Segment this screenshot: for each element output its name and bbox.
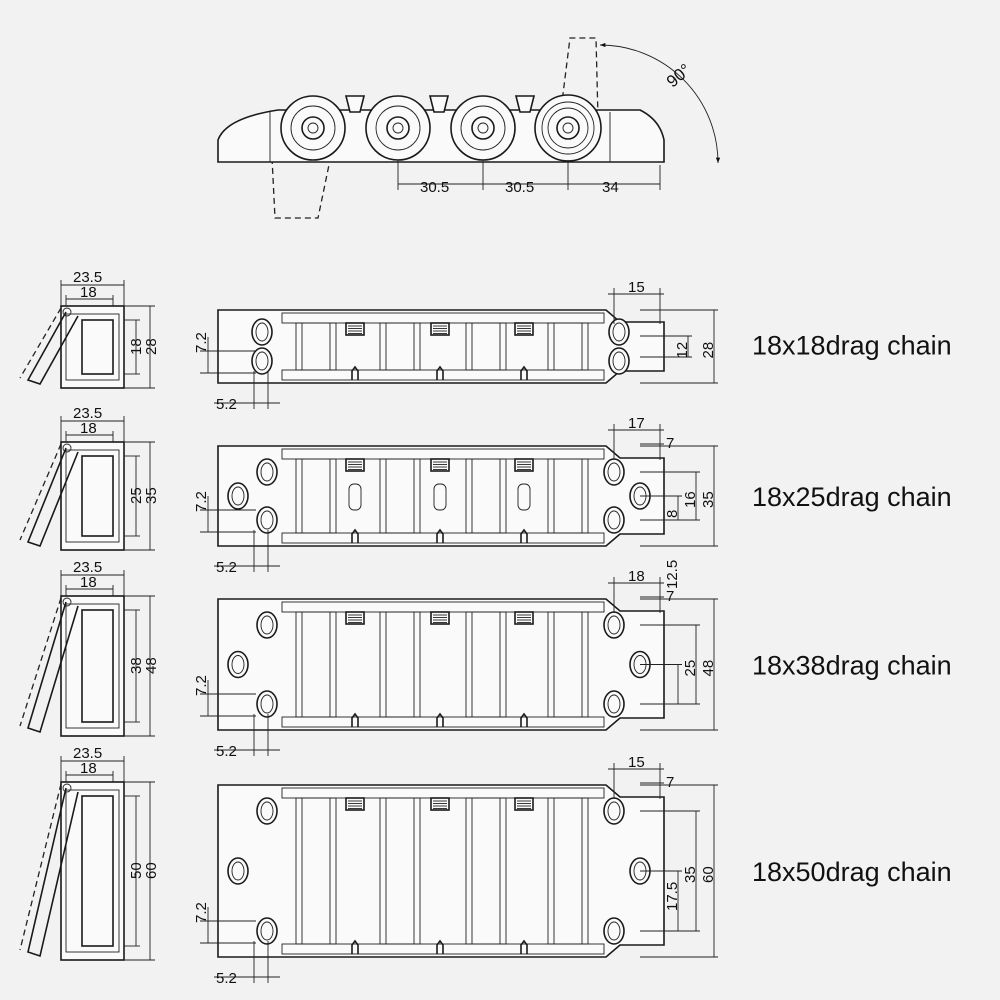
inner-width-label: 18 xyxy=(80,760,97,777)
right-dim-label-3: 60 xyxy=(700,866,717,883)
link-pivot-3 xyxy=(450,95,516,161)
chain-model-label: 18x18drag chain xyxy=(752,331,952,361)
right-dim-label-3: 35 xyxy=(700,491,717,508)
chain-model-label: 18x50drag chain xyxy=(752,857,952,887)
hole-spacing-label: 7.2 xyxy=(193,902,210,923)
link-pivot-1 xyxy=(280,95,346,161)
hole-spacing-label: 7.2 xyxy=(193,675,210,696)
right-top-label: 15 xyxy=(628,279,645,296)
outer-width-label: 23.5 xyxy=(73,405,102,422)
right-dim-label-1: 8 xyxy=(664,510,681,518)
outer-height-label: 60 xyxy=(143,862,160,879)
right-top-label: 17 xyxy=(628,415,645,432)
pitch-1-label: 30.5 xyxy=(420,179,449,196)
chain-model-label: 18x38drag chain xyxy=(752,651,952,681)
right-dim-label-1: 17.5 xyxy=(664,882,681,911)
outer-width-label: 23.5 xyxy=(73,559,102,576)
outer-height-label: 28 xyxy=(143,338,160,355)
link-pivot-2 xyxy=(365,95,431,161)
inner-width-label: 18 xyxy=(80,574,97,591)
inner-height-label: 18 xyxy=(128,338,145,355)
inner-width-label: 18 xyxy=(80,284,97,301)
end-length-label: 34 xyxy=(602,179,619,196)
right-dim-label-2: 16 xyxy=(682,491,699,508)
inner-height-label: 38 xyxy=(128,657,145,674)
right-dim-label-1: 12 xyxy=(674,342,691,359)
chain-top-view: 7.2 5.2 15 12 28 xyxy=(193,279,718,413)
right-dim-label-2: 25 xyxy=(682,660,699,677)
right-top-label: 18 xyxy=(628,568,645,585)
right-top-2-label: 7 xyxy=(666,588,674,605)
right-dim-label-2: 35 xyxy=(682,866,699,883)
hole-offset-label: 5.2 xyxy=(216,559,237,576)
right-top-2-label: 7 xyxy=(666,774,674,791)
hole-spacing-label: 7.2 xyxy=(193,332,210,353)
right-dim-label-3: 48 xyxy=(700,660,717,677)
outer-height-label: 35 xyxy=(143,487,160,504)
inner-height-label: 25 xyxy=(128,487,145,504)
link-pivot-4 xyxy=(534,94,602,162)
right-top-label: 15 xyxy=(628,754,645,771)
chain-model-label: 18x25drag chain xyxy=(752,482,952,512)
hole-offset-label: 5.2 xyxy=(216,396,237,413)
outer-height-label: 48 xyxy=(143,657,160,674)
outer-width-label: 23.5 xyxy=(73,745,102,762)
outer-width-label: 23.5 xyxy=(73,269,102,286)
side-view: 90° 30.5 30.5 34 xyxy=(217,37,721,219)
hole-offset-label: 5.2 xyxy=(216,970,237,987)
right-top-2-label: 7 xyxy=(666,435,674,452)
right-dim-label-1: 12.5 xyxy=(664,560,681,589)
hole-spacing-label: 7.2 xyxy=(193,491,210,512)
right-dim-label-2: 28 xyxy=(700,342,717,359)
hole-offset-label: 5.2 xyxy=(216,743,237,760)
pitch-2-label: 30.5 xyxy=(505,179,534,196)
inner-width-label: 18 xyxy=(80,420,97,437)
inner-height-label: 50 xyxy=(128,862,145,879)
